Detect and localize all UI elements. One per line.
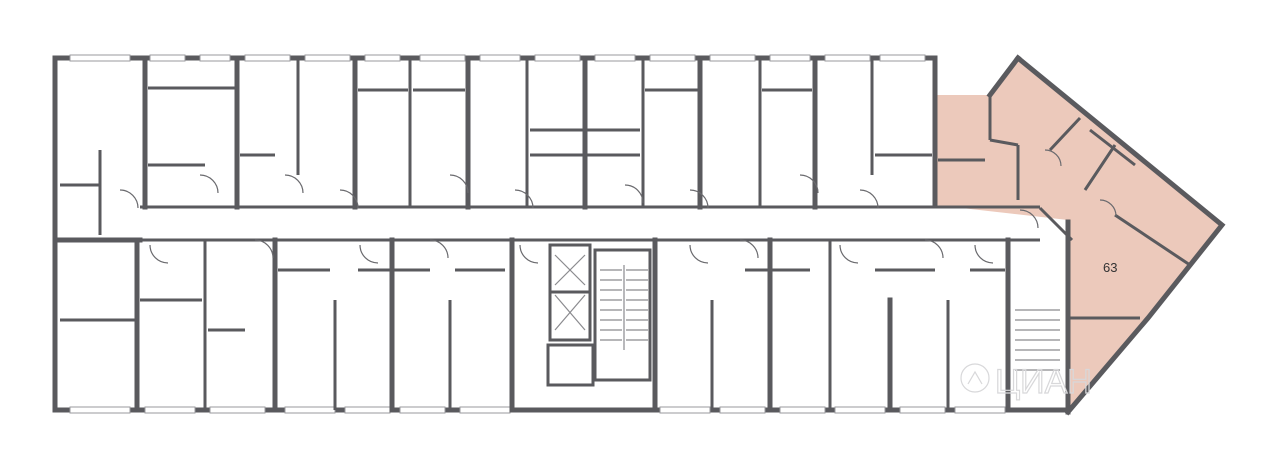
apartment-63-partitions: [938, 95, 1191, 320]
south-partitions: [272, 237, 1011, 413]
stairs: [600, 265, 648, 350]
building-core: [546, 243, 1060, 387]
door-swings: [119, 149, 1117, 264]
top-windows: [69, 54, 926, 62]
apartment-63-label: 63: [1103, 260, 1117, 275]
watermark-logo: ЦИАН: [960, 362, 1092, 402]
watermark-text: ЦИАН: [995, 363, 1092, 401]
apartment-63-area[interactable]: [935, 58, 1222, 412]
east-stairs: [1015, 309, 1060, 371]
north-partitions: [142, 55, 938, 210]
bottom-windows: [69, 406, 1006, 414]
west-partitions: [55, 150, 245, 413]
corridor-walls: [140, 205, 1040, 242]
